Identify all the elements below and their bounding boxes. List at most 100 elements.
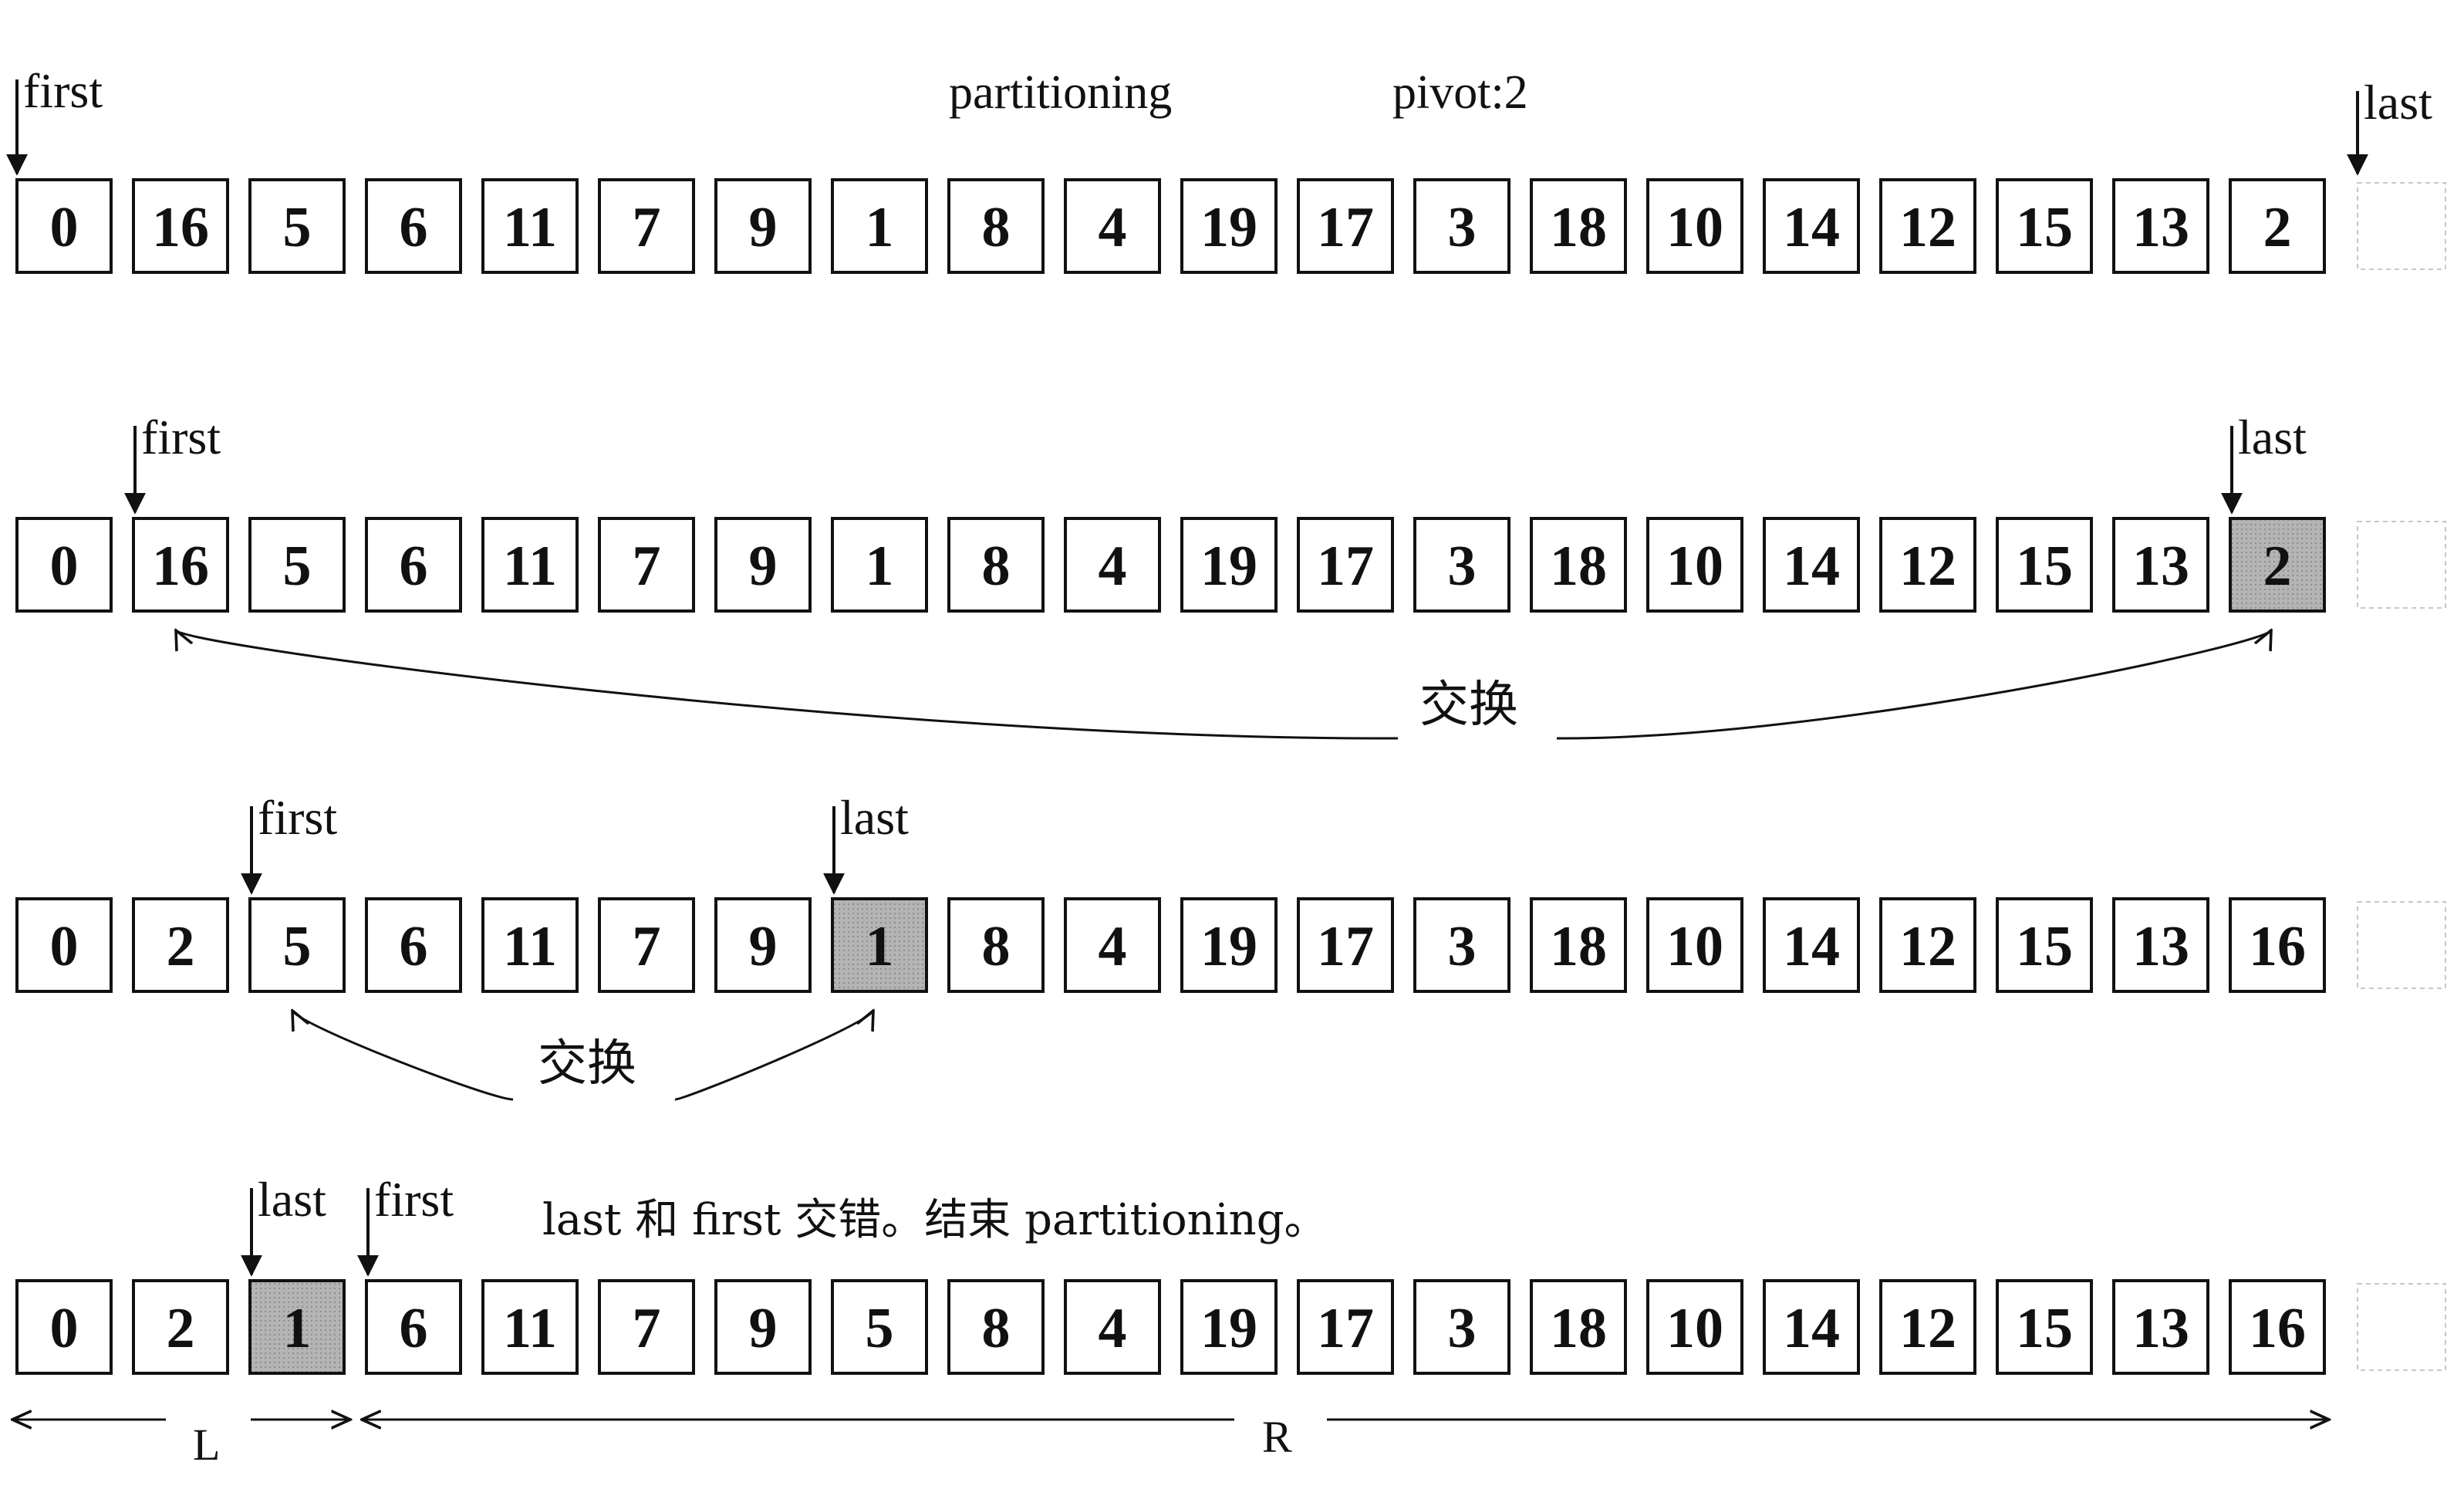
cell-value: 15 <box>2016 915 2073 978</box>
cell-value: 8 <box>982 915 1011 978</box>
array-cell <box>1413 178 1510 274</box>
cell-value: 10 <box>1666 535 1723 598</box>
cell-value: 2 <box>2263 196 2292 259</box>
cell-value: 10 <box>1666 915 1723 978</box>
first-pointer-label: first <box>374 1172 454 1227</box>
array-cell <box>248 897 346 993</box>
end-sentinel-cell <box>2357 521 2446 609</box>
array-cell <box>365 178 462 274</box>
array-cell <box>1297 1279 1394 1375</box>
first-pointer-label: first <box>23 63 103 118</box>
cell-value: 18 <box>1550 915 1607 978</box>
cell-value: 12 <box>1899 535 1956 598</box>
array-cell <box>831 1279 928 1375</box>
array-cell <box>1879 517 1976 613</box>
cell-value: 0 <box>50 535 79 598</box>
end-sentinel-cell <box>2357 182 2446 270</box>
last-pointer-label: last <box>2364 75 2432 130</box>
cell-value: 11 <box>503 196 557 259</box>
cell-value: 4 <box>1099 196 1127 259</box>
array-cell <box>1996 178 2093 274</box>
array-cell <box>132 1279 229 1375</box>
cell-value: 4 <box>1099 535 1127 598</box>
range-label-right: R <box>1262 1412 1292 1462</box>
cell-value: 2 <box>167 1297 195 1360</box>
cell-value: 17 <box>1317 196 1374 259</box>
array-cell <box>1180 897 1278 993</box>
array-cell <box>947 517 1045 613</box>
cell-value: 17 <box>1317 1297 1374 1360</box>
cell-value: 16 <box>2249 915 2306 978</box>
array-cell <box>1879 1279 1976 1375</box>
cell-value: 2 <box>167 915 195 978</box>
cell-value: 3 <box>1448 535 1477 598</box>
cell-value: 7 <box>633 196 661 259</box>
cell-value: 18 <box>1550 196 1607 259</box>
cell-value: 7 <box>633 1297 661 1360</box>
cell-value: 5 <box>283 196 312 259</box>
array-cell <box>1180 517 1278 613</box>
array-cell <box>947 897 1045 993</box>
cell-value: 6 <box>400 1297 428 1360</box>
array-cell <box>1297 897 1394 993</box>
array-cell <box>1530 517 1627 613</box>
array-cell <box>1180 1279 1278 1375</box>
cell-value: 6 <box>400 915 428 978</box>
cell-value: 10 <box>1666 196 1723 259</box>
cell-value: 13 <box>2132 1297 2189 1360</box>
array-cell <box>1297 178 1394 274</box>
array-cell <box>714 1279 812 1375</box>
array-cell <box>2229 517 2326 613</box>
cell-value: 7 <box>633 535 661 598</box>
cell-value: 16 <box>152 535 209 598</box>
cell-value: 1 <box>866 915 894 978</box>
array-cell <box>598 178 695 274</box>
cell-value: 17 <box>1317 535 1374 598</box>
array-cell <box>1646 1279 1743 1375</box>
first-pointer-label: first <box>258 790 337 845</box>
cell-value: 5 <box>283 535 312 598</box>
array-cell <box>1530 178 1627 274</box>
array-cell <box>1646 517 1743 613</box>
array-cell <box>365 517 462 613</box>
cell-value: 19 <box>1200 1297 1257 1360</box>
swap-label-row3: 交换 <box>538 1035 636 1092</box>
cell-value: 8 <box>982 535 1011 598</box>
cell-value: 5 <box>866 1297 894 1360</box>
array-cell <box>481 178 579 274</box>
cell-value: 1 <box>866 196 894 259</box>
swap-arrow-left <box>292 1011 514 1101</box>
cell-value: 9 <box>749 196 778 259</box>
array-cell <box>15 897 113 993</box>
cell-value: 8 <box>982 1297 1011 1360</box>
array-cell <box>1763 1279 1860 1375</box>
cell-value: 12 <box>1899 1297 1956 1360</box>
cell-value: 14 <box>1783 915 1840 978</box>
cell-value: 5 <box>283 915 312 978</box>
array-cell <box>15 1279 113 1375</box>
array-cell <box>481 517 579 613</box>
array-cell <box>2229 897 2326 993</box>
array-cell <box>248 517 346 613</box>
array-cell <box>1996 897 2093 993</box>
swap-arrow-right <box>674 1011 873 1101</box>
cell-value: 10 <box>1666 1297 1723 1360</box>
array-cell <box>2112 178 2209 274</box>
cell-value: 9 <box>749 915 778 978</box>
array-cell <box>598 517 695 613</box>
array-cell <box>1763 178 1860 274</box>
cell-value: 13 <box>2132 196 2189 259</box>
array-cell <box>1996 1279 2093 1375</box>
cell-value: 1 <box>866 535 894 598</box>
cell-value: 3 <box>1448 915 1477 978</box>
array-cell <box>947 1279 1045 1375</box>
array-cell <box>598 897 695 993</box>
cell-value: 18 <box>1550 535 1607 598</box>
array-cell <box>481 897 579 993</box>
cell-value: 3 <box>1448 1297 1477 1360</box>
array-cell <box>1646 897 1743 993</box>
array-cell <box>132 517 229 613</box>
cell-value: 9 <box>749 535 778 598</box>
cell-value: 14 <box>1783 1297 1840 1360</box>
